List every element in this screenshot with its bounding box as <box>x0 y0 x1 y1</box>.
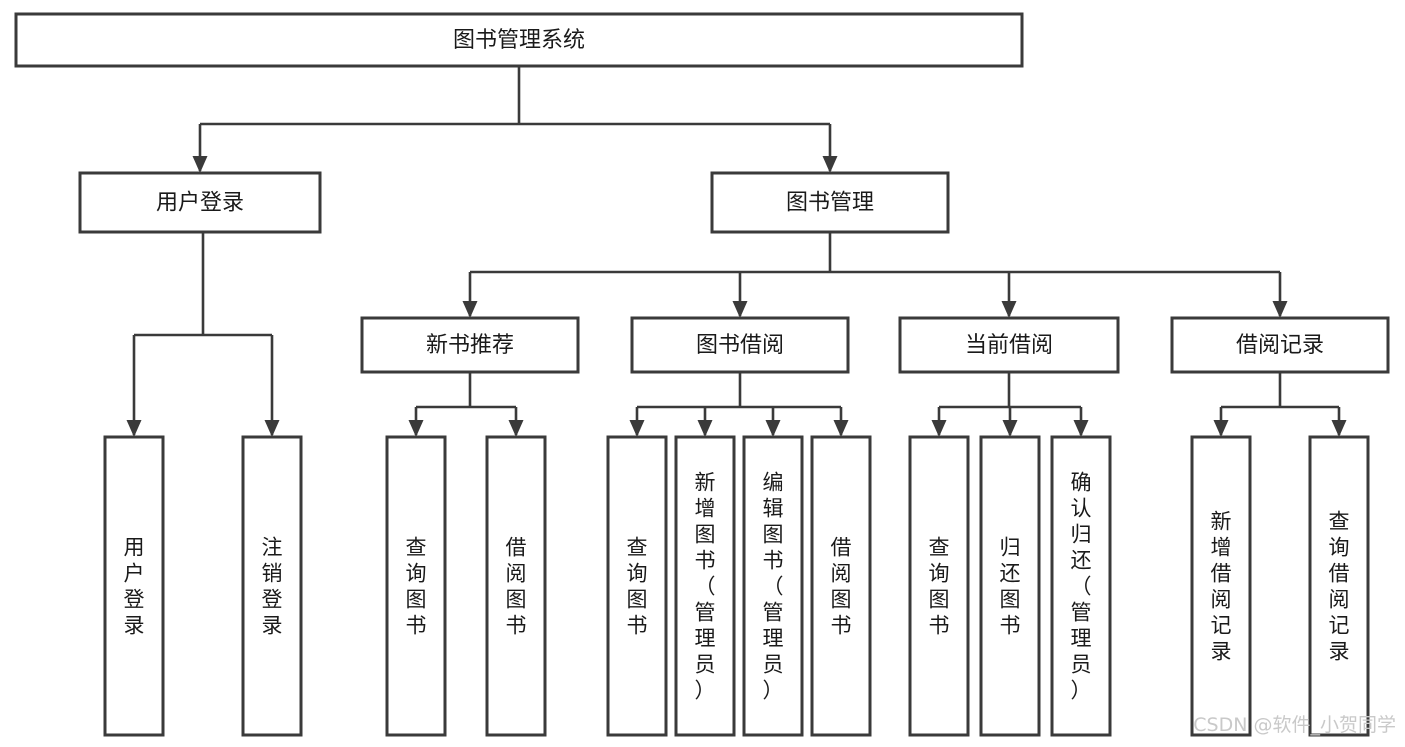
node-leaf-borrow-lend-book-label: 借阅图书 <box>831 535 852 637</box>
node-root-box[interactable] <box>14 12 1024 68</box>
arrow-head-icon <box>629 420 645 437</box>
arrow-head-icon <box>732 301 748 318</box>
arrow-head-icon <box>192 156 208 173</box>
arrow-head-icon <box>126 420 142 437</box>
node-leaf-borrow-edit-book-label: 编辑图书（管理员） <box>763 470 784 702</box>
node-current-borrow[interactable]: 当前借阅 <box>898 316 1120 374</box>
node-leaf-rec-borrow-book-label: 借阅图书 <box>506 535 527 637</box>
arrow-head-icon <box>1002 420 1018 437</box>
node-leaf-cur-return-book[interactable]: 归还图书 <box>979 435 1041 737</box>
arrow-head-icon <box>822 156 838 173</box>
node-root-label: 图书管理系统 <box>453 28 585 53</box>
arrow-head-icon <box>833 420 849 437</box>
node-borrow-record-label: 借阅记录 <box>1236 333 1324 358</box>
node-book-borrow[interactable]: 图书借阅 <box>630 316 850 374</box>
csdn-watermark: CSDN @软件_小贺同学 <box>1193 714 1396 736</box>
node-leaf-user-logout-box[interactable] <box>241 435 303 737</box>
node-user-login-label: 用户登录 <box>156 191 244 216</box>
node-leaf-rec-add-record-box[interactable] <box>1190 435 1252 737</box>
node-leaf-user-logout[interactable]: 注销登录 <box>241 435 303 737</box>
node-leaf-borrow-add-book[interactable]: 新增图书（管理员） <box>674 435 736 737</box>
node-book-borrow-label: 图书借阅 <box>696 333 784 358</box>
node-leaf-cur-confirm-return-label: 确认归还（管理员） <box>1071 470 1092 702</box>
node-leaf-rec-borrow-book-box[interactable] <box>485 435 547 737</box>
arrow-head-icon <box>264 420 280 437</box>
node-leaf-rec-query-book[interactable]: 查询图书 <box>385 435 447 737</box>
arrow-head-icon <box>765 420 781 437</box>
node-current-borrow-box[interactable] <box>898 316 1120 374</box>
node-leaf-borrow-edit-book[interactable]: 编辑图书（管理员） <box>742 435 804 737</box>
node-book-manage[interactable]: 图书管理 <box>710 171 950 234</box>
node-book-borrow-box[interactable] <box>630 316 850 374</box>
node-leaf-borrow-add-book-box[interactable] <box>674 435 736 737</box>
node-leaf-user-login[interactable]: 用户登录 <box>103 435 165 737</box>
node-borrow-record-box[interactable] <box>1170 316 1390 374</box>
node-current-borrow-label: 当前借阅 <box>965 333 1053 358</box>
node-leaf-rec-add-record[interactable]: 新增借阅记录 <box>1190 435 1252 737</box>
node-leaf-borrow-query-book[interactable]: 查询图书 <box>606 435 668 737</box>
node-leaf-cur-query-book-label: 查询图书 <box>929 535 950 637</box>
node-leaf-rec-query-record-box[interactable] <box>1308 435 1370 737</box>
node-leaf-rec-query-book-label: 查询图书 <box>406 535 427 637</box>
node-leaf-borrow-edit-book-box[interactable] <box>742 435 804 737</box>
arrow-head-icon <box>697 420 713 437</box>
node-leaf-borrow-add-book-label: 新增图书（管理员） <box>695 470 716 702</box>
node-user-login[interactable]: 用户登录 <box>78 171 322 234</box>
node-leaf-rec-borrow-book[interactable]: 借阅图书 <box>485 435 547 737</box>
arrow-head-icon <box>1213 420 1229 437</box>
node-leaf-rec-query-book-box[interactable] <box>385 435 447 737</box>
node-leaf-cur-query-book[interactable]: 查询图书 <box>908 435 970 737</box>
node-leaf-cur-query-book-box[interactable] <box>908 435 970 737</box>
node-user-login-box[interactable] <box>78 171 322 234</box>
arrow-head-icon <box>462 301 478 318</box>
node-book-manage-box[interactable] <box>710 171 950 234</box>
arrow-head-icon <box>1331 420 1347 437</box>
arrow-head-icon <box>931 420 947 437</box>
node-leaf-borrow-query-book-box[interactable] <box>606 435 668 737</box>
arrow-head-icon <box>1272 301 1288 318</box>
node-leaf-user-login-box[interactable] <box>103 435 165 737</box>
node-leaf-rec-query-record[interactable]: 查询借阅记录 <box>1308 435 1370 737</box>
node-new-book-rec[interactable]: 新书推荐 <box>360 316 580 374</box>
node-new-book-rec-label: 新书推荐 <box>426 333 514 358</box>
node-book-manage-label: 图书管理 <box>786 191 874 216</box>
node-leaf-borrow-lend-book-box[interactable] <box>810 435 872 737</box>
node-leaf-borrow-lend-book[interactable]: 借阅图书 <box>810 435 872 737</box>
arrow-head-icon <box>508 420 524 437</box>
node-leaf-borrow-query-book-label: 查询图书 <box>627 535 648 637</box>
node-root[interactable]: 图书管理系统 <box>14 12 1024 68</box>
node-leaf-cur-return-book-box[interactable] <box>979 435 1041 737</box>
arrow-head-icon <box>1073 420 1089 437</box>
node-borrow-record[interactable]: 借阅记录 <box>1170 316 1390 374</box>
node-new-book-rec-box[interactable] <box>360 316 580 374</box>
arrow-head-icon <box>408 420 424 437</box>
node-leaf-user-logout-label: 注销登录 <box>262 535 283 637</box>
connector-layer <box>126 66 1347 437</box>
node-leaf-rec-query-record-label: 查询借阅记录 <box>1329 509 1350 663</box>
arrow-head-icon <box>1001 301 1017 318</box>
node-leaf-cur-return-book-label: 归还图书 <box>1000 535 1021 637</box>
node-layer: 图书管理系统用户登录图书管理新书推荐图书借阅当前借阅借阅记录用户登录注销登录查询… <box>14 12 1390 737</box>
node-leaf-cur-confirm-return[interactable]: 确认归还（管理员） <box>1050 435 1112 737</box>
node-leaf-user-login-label: 用户登录 <box>124 535 145 637</box>
node-leaf-cur-confirm-return-box[interactable] <box>1050 435 1112 737</box>
node-leaf-rec-add-record-label: 新增借阅记录 <box>1211 509 1232 663</box>
